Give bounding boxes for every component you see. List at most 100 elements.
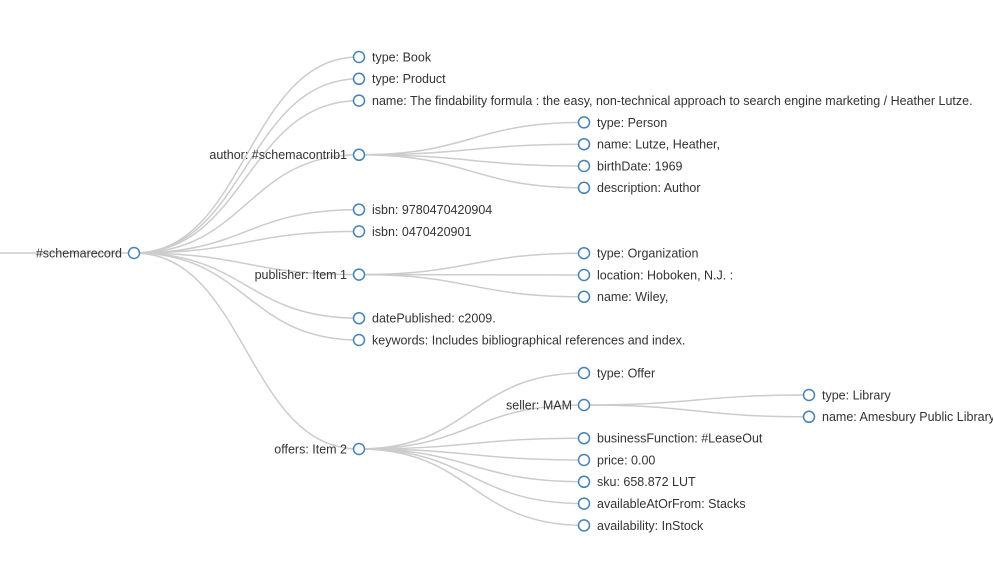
node-label: description: Author xyxy=(597,181,701,195)
tree-node-price-0-00[interactable]: price: 0.00 xyxy=(577,453,656,467)
tree-link xyxy=(133,252,360,276)
node-circle-icon[interactable] xyxy=(577,159,591,173)
node-label: name: Wiley, xyxy=(597,290,668,304)
tree-node-seller-mam[interactable]: seller: MAM xyxy=(506,398,591,412)
tree-link xyxy=(133,252,360,319)
tree-node-type-library[interactable]: type: Library xyxy=(802,388,892,402)
node-label: seller: MAM xyxy=(506,398,572,412)
tree-links xyxy=(0,56,810,527)
node-label: type: Organization xyxy=(597,247,698,261)
node-circle-icon[interactable] xyxy=(352,268,366,281)
node-label: birthDate: 1969 xyxy=(597,159,683,173)
node-circle-icon[interactable] xyxy=(577,181,591,195)
node-circle-icon[interactable] xyxy=(577,398,591,412)
tree-node-offers-item-2[interactable]: offers: Item 2 xyxy=(274,442,366,456)
tree-node-datepublished-c2009[interactable]: datePublished: c2009. xyxy=(352,311,496,326)
node-circle-icon[interactable] xyxy=(352,50,366,64)
tree-node-schemarecord[interactable]: #schemarecord xyxy=(36,246,141,260)
node-circle-icon[interactable] xyxy=(352,148,366,162)
tree-node-publisher-item-1[interactable]: publisher: Item 1 xyxy=(255,268,366,282)
node-circle-icon[interactable] xyxy=(577,431,591,445)
node-label: type: Offer xyxy=(597,366,655,380)
tree-node-name-wiley[interactable]: name: Wiley, xyxy=(577,290,669,304)
tree-node-businessfunction-leaseout[interactable]: businessFunction: #LeaseOut xyxy=(577,431,763,446)
node-label: type: Library xyxy=(822,388,892,402)
tree-nodes: #schemarecord type: Book type: Product name… xyxy=(36,50,993,532)
tree-link xyxy=(358,273,585,298)
tree-node-isbn-9780470420904[interactable]: isbn: 9780470420904 xyxy=(352,203,493,217)
tree-node-name-the-findability-formula-the-easy-no[interactable]: name: The findability formula : the easy… xyxy=(352,94,973,108)
tree-node-availableatorfrom-stacks[interactable]: availableAtOrFrom: Stacks xyxy=(577,497,746,511)
tree-link xyxy=(358,448,585,483)
node-circle-icon[interactable] xyxy=(352,72,366,86)
node-label: availableAtOrFrom: Stacks xyxy=(597,497,746,511)
tree-node-type-person[interactable]: type: Person xyxy=(577,116,668,130)
node-circle-icon[interactable] xyxy=(352,94,366,107)
node-label: location: Hoboken, N.J. : xyxy=(597,268,733,282)
node-circle-icon[interactable] xyxy=(352,333,366,347)
node-circle-icon[interactable] xyxy=(352,311,366,325)
tree-link xyxy=(133,230,360,254)
tree-node-keywords-includes-bibliographical-refere[interactable]: keywords: Includes bibliographical refer… xyxy=(352,333,686,347)
tree-node-location-hoboken-n-j[interactable]: location: Hoboken, N.J. : xyxy=(577,268,734,282)
tree-link xyxy=(358,437,585,450)
tree-node-type-product[interactable]: type: Product xyxy=(352,72,447,86)
node-label: author: #schemacontrib1 xyxy=(209,148,347,162)
node-label: publisher: Item 1 xyxy=(255,268,347,282)
node-circle-icon[interactable] xyxy=(577,137,591,151)
node-label: availability: InStock xyxy=(597,519,704,533)
tree-node-author-schemacontrib1[interactable]: author: #schemacontrib1 xyxy=(209,148,366,162)
tree-link xyxy=(358,143,585,156)
node-label: datePublished: c2009. xyxy=(372,312,496,326)
node-label: #schemarecord xyxy=(36,246,122,260)
tree-node-name-lutze-heather[interactable]: name: Lutze, Heather, xyxy=(577,137,721,152)
node-circle-icon[interactable] xyxy=(127,246,141,260)
node-circle-icon[interactable] xyxy=(577,246,591,260)
node-circle-icon[interactable] xyxy=(577,519,591,532)
tree-link xyxy=(133,99,360,254)
node-circle-icon[interactable] xyxy=(577,116,591,129)
tree-node-availability-instock[interactable]: availability: InStock xyxy=(577,519,705,533)
tree-link xyxy=(133,56,360,254)
tree-link xyxy=(358,154,585,189)
tree-link xyxy=(133,154,360,254)
tree-node-description-author[interactable]: description: Author xyxy=(577,181,701,195)
node-circle-icon[interactable] xyxy=(352,225,366,238)
node-circle-icon[interactable] xyxy=(802,388,816,402)
tree-link xyxy=(358,404,585,450)
tree-link xyxy=(358,448,585,505)
node-label: name: The findability formula : the easy… xyxy=(372,94,973,108)
node-circle-icon[interactable] xyxy=(352,203,366,216)
tree-node-type-organization[interactable]: type: Organization xyxy=(577,246,699,261)
node-label: type: Product xyxy=(372,72,446,86)
node-circle-icon[interactable] xyxy=(577,268,591,282)
node-circle-icon[interactable] xyxy=(352,442,366,456)
node-label: sku: 658.872 LUT xyxy=(597,475,696,489)
node-label: businessFunction: #LeaseOut xyxy=(597,432,763,446)
tree-link xyxy=(583,394,810,406)
node-circle-icon[interactable] xyxy=(577,453,591,467)
node-label: isbn: 9780470420904 xyxy=(372,203,492,217)
tree-node-sku-658-872-lut[interactable]: sku: 658.872 LUT xyxy=(577,475,697,489)
tree-link xyxy=(583,404,810,418)
node-label: type: Book xyxy=(372,50,432,64)
tree-node-name-amesbury-public-library[interactable]: name: Amesbury Public Library xyxy=(802,410,993,424)
tree-node-isbn-0470420901[interactable]: isbn: 0470420901 xyxy=(352,225,472,239)
tree-link xyxy=(133,252,360,450)
tree-link xyxy=(358,448,585,461)
node-circle-icon[interactable] xyxy=(577,366,591,380)
tree-node-type-book[interactable]: type: Book xyxy=(352,50,432,64)
node-label: name: Amesbury Public Library xyxy=(822,410,993,424)
tree-link xyxy=(358,372,585,450)
node-circle-icon[interactable] xyxy=(577,475,591,489)
node-label: type: Person xyxy=(597,116,667,130)
tree-link xyxy=(133,252,360,341)
tree-node-type-offer[interactable]: type: Offer xyxy=(577,366,656,380)
tree-link xyxy=(358,154,585,167)
node-circle-icon[interactable] xyxy=(577,290,591,304)
node-circle-icon[interactable] xyxy=(577,497,591,510)
node-circle-icon[interactable] xyxy=(802,410,816,424)
tree-node-birthdate-1969[interactable]: birthDate: 1969 xyxy=(577,159,683,173)
node-label: price: 0.00 xyxy=(597,453,655,467)
